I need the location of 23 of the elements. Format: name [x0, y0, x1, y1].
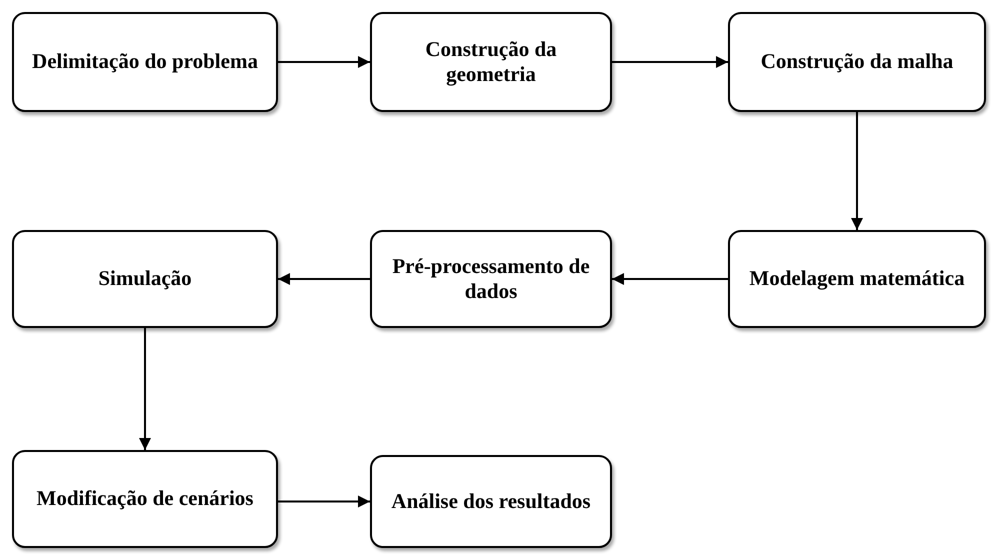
arrow	[612, 273, 728, 285]
process-box	[12, 12, 278, 112]
box-label: Construção da malha	[760, 49, 954, 75]
box-label: Delimitação do problema	[31, 49, 259, 75]
box-label: Pré-processamento de dados	[391, 254, 591, 304]
arrow	[278, 273, 370, 285]
process-box	[12, 230, 278, 328]
process-box	[370, 455, 612, 548]
box-label: Construção da geometria	[424, 36, 558, 88]
arrow	[139, 328, 151, 450]
arrow	[278, 496, 370, 508]
arrow	[851, 112, 863, 230]
process-box	[370, 230, 612, 328]
process-box	[728, 230, 986, 328]
box-label: Modificação de cenários	[36, 486, 254, 512]
arrow	[278, 56, 370, 68]
process-box	[370, 12, 612, 112]
arrow	[612, 56, 728, 68]
box-label: Simulação	[97, 266, 193, 292]
box-label: Modelagem matemática	[748, 266, 966, 292]
process-box	[12, 450, 278, 548]
box-label: Análise dos resultados	[390, 488, 592, 514]
process-box	[728, 12, 986, 112]
